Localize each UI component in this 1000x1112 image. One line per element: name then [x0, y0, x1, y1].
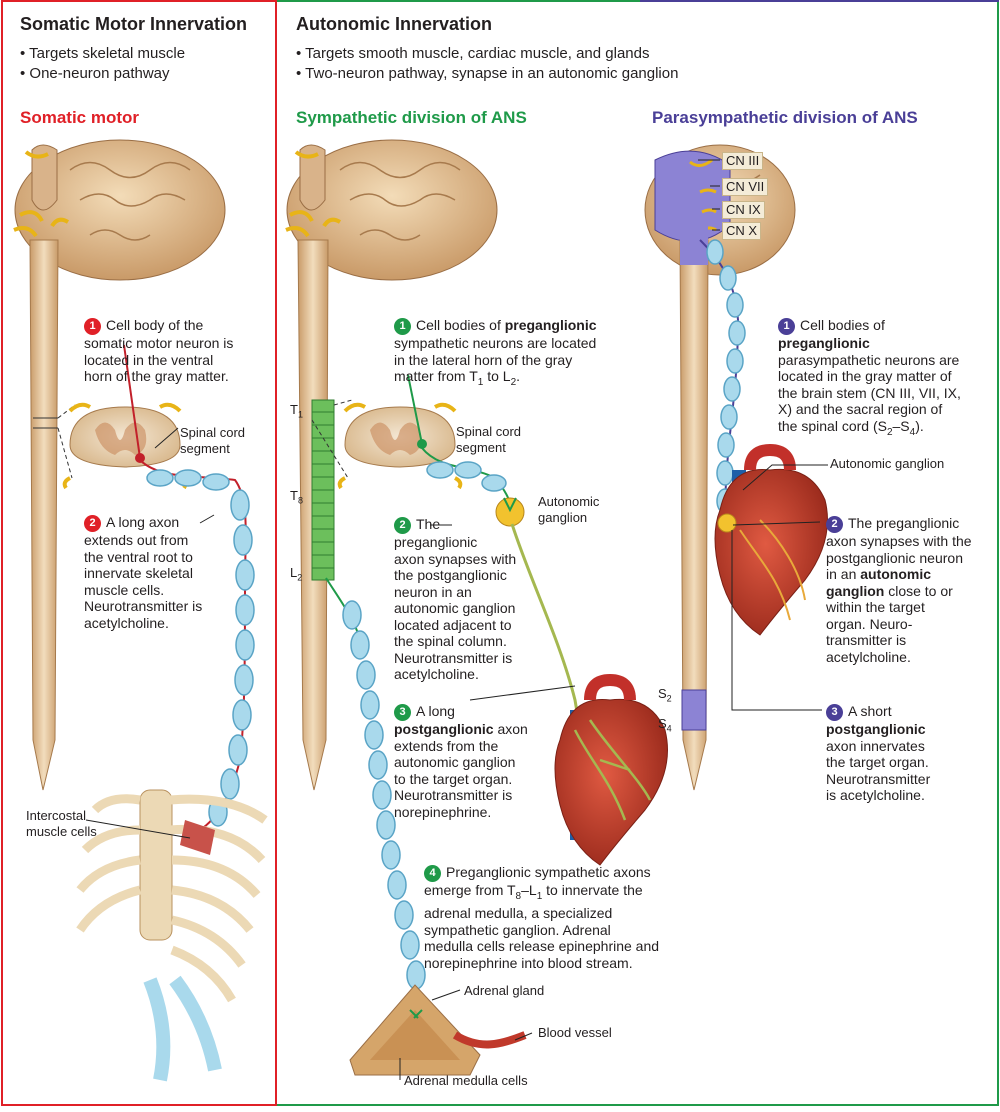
autonomic-bullet-2: • Two-neuron pathway, synapse in an auto… — [296, 65, 679, 82]
parasympathetic-subheading: Parasympathetic division of ANS — [652, 108, 918, 127]
level-s4: S4 — [658, 716, 672, 734]
cn-ix-label: CN IX — [722, 201, 765, 219]
cn-x-label: CN X — [722, 222, 762, 240]
parasympathetic-top-border — [640, 0, 999, 2]
level-s2: S2 — [658, 686, 672, 704]
step-number-badge: 3 — [826, 704, 843, 721]
somatic-bullet-1: • Targets skeletal muscle — [20, 45, 186, 62]
ribcage — [76, 789, 268, 1082]
sympathetic-adrenal-axon — [325, 577, 426, 990]
parasympathetic-sacral-region — [681, 689, 707, 731]
sympathetic-subheading: Sympathetic division of ANS — [296, 108, 527, 127]
level-t1: T1 — [290, 402, 303, 420]
leader-lines — [85, 159, 828, 1080]
blood-vessel-label: Blood vessel — [538, 1025, 612, 1040]
somatic-spinal-cord — [29, 239, 59, 791]
somatic-axon-chain — [139, 459, 255, 831]
cn-iii-label: CN III — [722, 152, 764, 170]
sympathetic-brain — [285, 139, 498, 281]
cn-vii-label: CN VII — [722, 178, 769, 196]
level-l2: L2 — [290, 565, 303, 583]
step-number-badge: 2 — [394, 517, 411, 534]
step-number-badge: 2 — [826, 516, 843, 533]
step-number-badge: 4 — [424, 865, 441, 882]
sympathetic-spinal-segment — [337, 402, 463, 490]
adrenal-gland-label: Adrenal gland — [464, 983, 545, 998]
autonomic-panel-frame — [277, 0, 999, 1106]
step-number-badge: 1 — [84, 318, 101, 335]
parasympathetic-preganglionic-axon — [699, 239, 746, 521]
step-number-badge: 1 — [394, 318, 411, 335]
parasympathetic-brainstem-region — [680, 225, 708, 265]
parasympathetic-ganglion — [717, 513, 737, 533]
step-number-badge: 2 — [84, 515, 101, 532]
parasympathetic-ganglion-label: Autonomic ganglion — [830, 456, 945, 471]
parasympathetic-heart — [714, 443, 828, 636]
sympathetic-heart — [554, 673, 668, 866]
step-number-badge: 1 — [778, 318, 795, 335]
somatic-panel-frame — [1, 0, 277, 1106]
autonomic-heading: Autonomic Innervation — [296, 14, 493, 34]
step-number-badge: 3 — [394, 704, 411, 721]
adrenal-gland — [349, 984, 527, 1076]
somatic-subheading: Somatic motor — [20, 108, 140, 127]
autonomic-bullet-1: • Targets smooth muscle, cardiac muscle,… — [296, 45, 650, 62]
level-t8: T8 — [290, 488, 303, 506]
somatic-bullet-2: • One-neuron pathway — [20, 65, 170, 82]
somatic-spinal-segment — [62, 402, 188, 490]
somatic-heading: Somatic Motor Innervation — [20, 14, 248, 34]
somatic-brain — [13, 139, 226, 281]
adrenal-medulla-label: Adrenal medulla cells — [404, 1073, 528, 1088]
